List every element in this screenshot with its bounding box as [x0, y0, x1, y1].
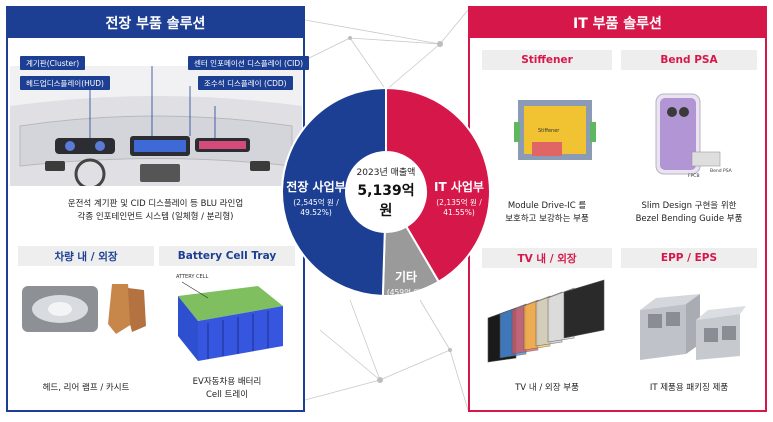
- cluster-tag: 계기판(Cluster): [20, 56, 86, 70]
- donut-center: 2023년 매출액 5,139억 원: [352, 165, 420, 220]
- vehicle-interior-exterior-title: 차량 내 / 외장: [18, 246, 154, 266]
- donut-hole: [346, 152, 426, 232]
- etc-segment-label: 기타 (459억 원 / 8.93%): [386, 270, 426, 307]
- cid-tag: 센터 인포메이션 디스플레이 (CID): [188, 56, 310, 70]
- bend-psa-label: Bend PSA: [710, 169, 732, 174]
- epp-caption: IT 제품용 패키징 제품: [649, 383, 729, 393]
- cdd-tag: 조수석 디스플레이 (CDD): [198, 76, 293, 90]
- battery-cell-label: ATTERY CELL: [176, 274, 209, 280]
- stiffener-title: Stiffener: [482, 50, 612, 70]
- revenue-donut-chart: [281, 86, 491, 297]
- tv-parts-image: [487, 279, 605, 363]
- stiffener-image: [514, 100, 596, 160]
- tv-interior-exterior-title: TV 내 / 외장: [482, 248, 612, 268]
- battery-cell-tray-image: [178, 281, 283, 361]
- battery-tray-caption: EV자동차용 배터리 Cell 트레이: [192, 377, 262, 400]
- stiffener-caption: Module Drive-IC 를 보호하고 보강하는 부품: [505, 201, 589, 224]
- battery-cell-tray-title: Battery Cell Tray: [159, 246, 295, 266]
- bend-psa-phone-image: [655, 93, 721, 175]
- epp-packaging-image: [640, 294, 746, 360]
- fpcb-label: FPCB: [688, 174, 700, 179]
- epp-eps-title: EPP / EPS: [621, 248, 757, 268]
- car-dashboard-image: [10, 66, 302, 186]
- automotive-main-caption: 운전석 계기판 및 CID 디스플레이 등 BLU 라인업 각종 인포테인먼트 …: [67, 199, 244, 222]
- automotive-panel-title: 전장 부품 솔루션: [8, 8, 303, 38]
- auto-segment-label: 전장 사업부 (2,545억 원 / 49.52%): [286, 180, 346, 217]
- automotive-solutions-panel: 전장 부품 솔루션 계기판(Cluster) 헤드업디스플레이(HUD) 센터 …: [6, 6, 310, 412]
- revenue-year-label: 2023년 매출액: [356, 168, 416, 178]
- tv-parts-caption: TV 내 / 외장 부품: [515, 383, 579, 393]
- lamp-and-seat-image: [22, 284, 146, 334]
- bend-psa-title: Bend PSA: [621, 50, 757, 70]
- hud-tag: 헤드업디스플레이(HUD): [20, 76, 110, 90]
- it-solutions-panel: IT 부품 솔루션 Stiffener Bend PSA Stiffener F…: [468, 6, 767, 412]
- revenue-total-value: 5,139억 원: [357, 183, 415, 219]
- vehicle-interior-caption: 헤드, 리어 램프 / 카시트: [42, 383, 130, 393]
- bend-psa-caption: Slim Design 구현을 위한 Bezel Bending Guide 부…: [635, 201, 743, 224]
- it-segment-label: IT 사업부 (2,135억 원 / 41.55%): [434, 180, 484, 217]
- it-panel-title: IT 부품 솔루션: [470, 8, 765, 38]
- stiffener-label: Stiffener: [538, 128, 560, 134]
